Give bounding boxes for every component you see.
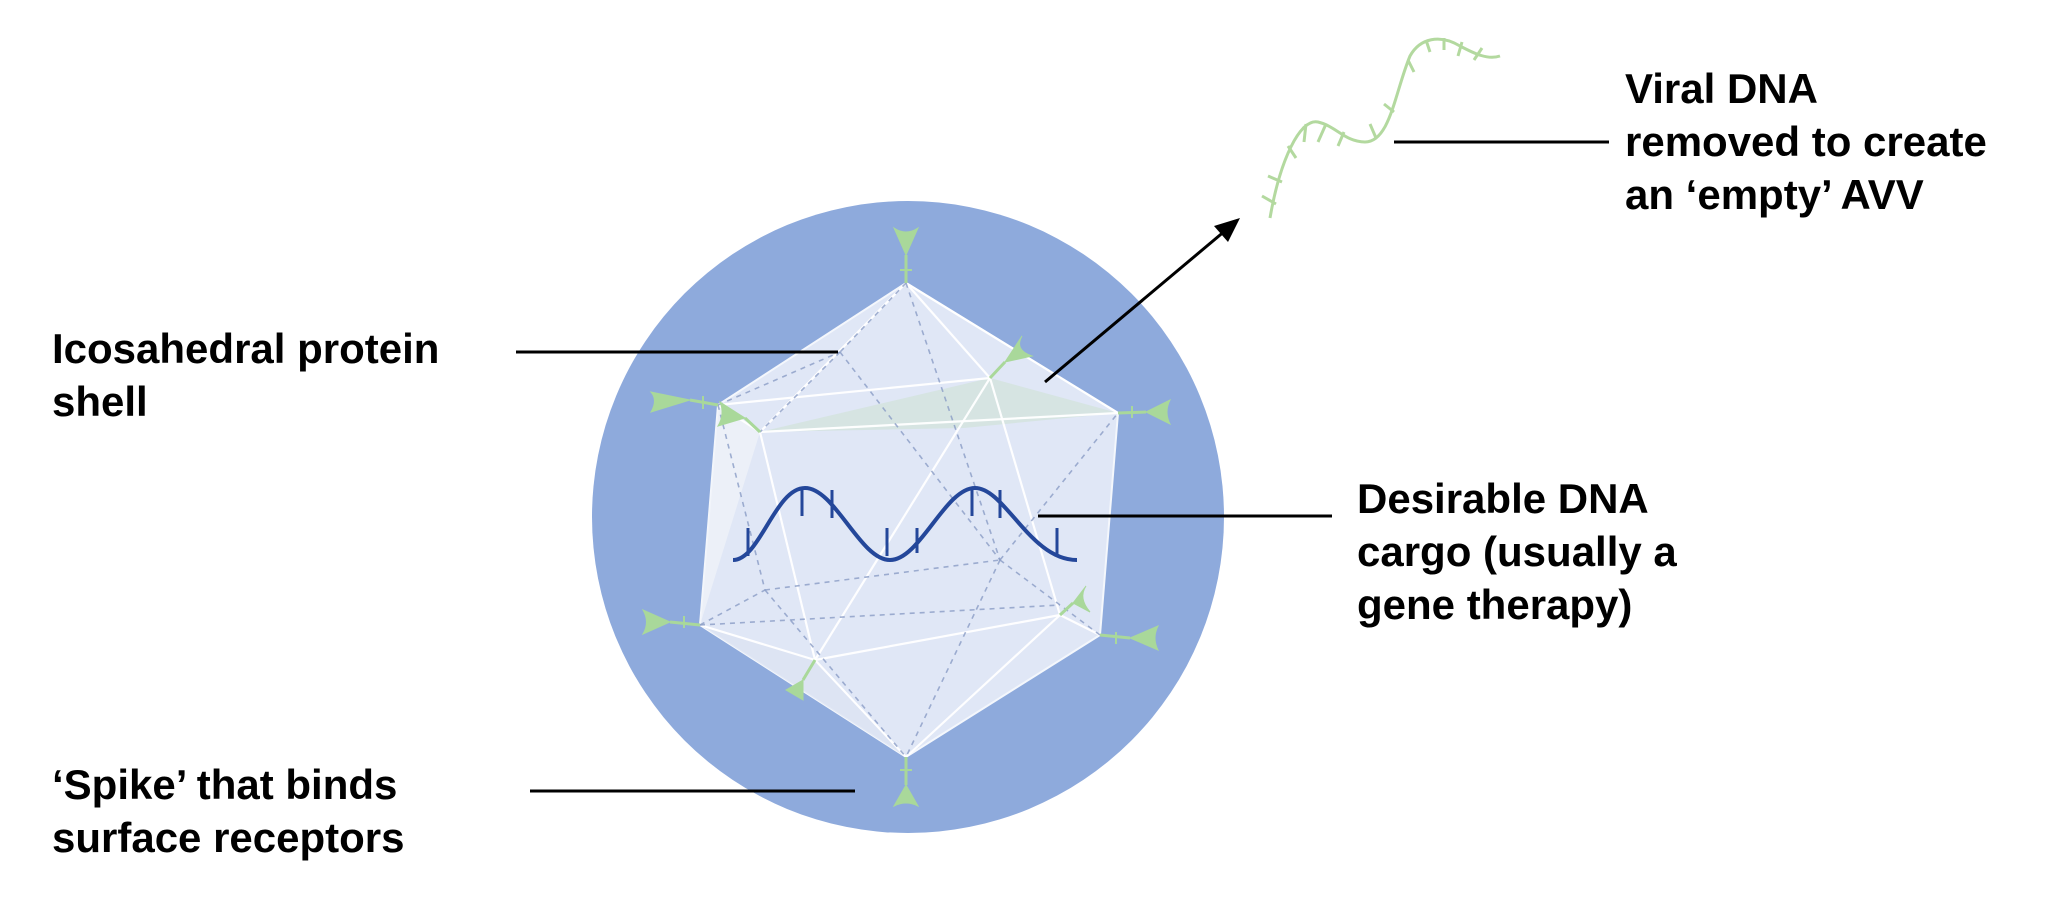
spike-lower-right xyxy=(1099,625,1160,651)
cargo-dna xyxy=(732,485,1078,563)
cargo-dna-bases xyxy=(746,488,1059,556)
spike-top xyxy=(892,226,920,283)
label-viral-dna-line-1: Viral DNA xyxy=(1625,65,1818,112)
label-viral-dna-line-3: an ‘empty’ AVV xyxy=(1625,171,1924,218)
label-dna-cargo-line-1: Desirable DNA xyxy=(1357,475,1649,522)
spike-upper-right xyxy=(1117,398,1172,426)
spike-upper-left-inner xyxy=(716,400,762,434)
surface-spikes xyxy=(641,226,1172,808)
spike-lower-left xyxy=(641,608,701,636)
label-spike-line-2: surface receptors xyxy=(52,814,405,861)
label-spike-line-1: ‘Spike’ that binds xyxy=(52,761,398,808)
removal-arrow-shaft xyxy=(1044,228,1227,384)
label-dna-cargo-line-2: cargo (usually a xyxy=(1357,528,1677,575)
icosahedral-capsid xyxy=(698,281,1120,759)
cargo-dna-strand xyxy=(732,485,1078,563)
label-protein-shell-line-2: shell xyxy=(52,378,148,425)
capsid-back-edges xyxy=(699,282,1119,758)
leader-lines xyxy=(516,140,1609,793)
spike-lower-left-inner xyxy=(785,659,817,701)
label-viral-dna: Viral DNA removed to create an ‘empty’ A… xyxy=(1625,62,1987,221)
viral-dna-bases xyxy=(1261,38,1484,206)
label-protein-shell-line-1: Icosahedral protein xyxy=(52,325,440,372)
label-viral-dna-line-2: removed to create xyxy=(1625,118,1987,165)
label-protein-shell: Icosahedral protein shell xyxy=(52,322,439,428)
spike-lower-right-inner xyxy=(1058,585,1091,617)
label-dna-cargo-line-3: gene therapy) xyxy=(1357,581,1633,628)
capsid-front-edges xyxy=(699,282,1119,758)
removal-arrow-head xyxy=(1214,218,1240,242)
spike-upper-right-inner xyxy=(988,335,1034,380)
removed-viral-dna xyxy=(1261,37,1501,219)
spike-bottom xyxy=(892,757,920,808)
spike-upper-left xyxy=(649,391,719,413)
label-dna-cargo: Desirable DNA cargo (usually a gene ther… xyxy=(1357,472,1677,631)
label-spike: ‘Spike’ that binds surface receptors xyxy=(52,758,405,864)
capsid-left-face xyxy=(700,405,760,625)
